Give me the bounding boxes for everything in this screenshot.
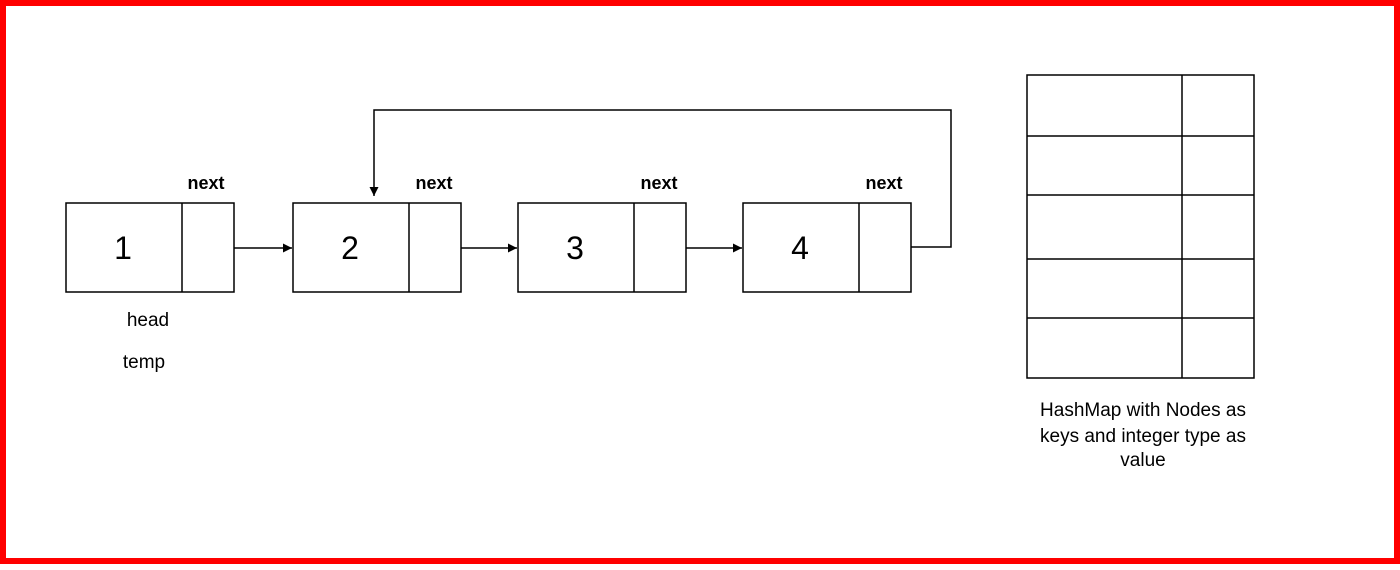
node-2-next-label: next <box>415 173 452 193</box>
node-1-value: 1 <box>114 230 132 266</box>
temp-pointer-label: temp <box>123 352 165 373</box>
node-1-box <box>65 202 235 293</box>
list-node-4: 4 next <box>742 173 912 293</box>
node-4-box <box>742 202 912 293</box>
hashmap-caption-line-3: value <box>1120 450 1165 471</box>
node-4-next-label: next <box>865 173 902 193</box>
list-node-2: 2 next <box>292 173 462 293</box>
list-node-1: 1 next <box>65 173 235 293</box>
node-4-value: 4 <box>791 230 809 266</box>
list-node-3: 3 next <box>517 173 687 293</box>
hashmap-table <box>1026 74 1255 379</box>
node-3-box <box>517 202 687 293</box>
node-2-value: 2 <box>341 230 359 266</box>
hashmap-outline <box>1026 74 1255 379</box>
linked-list-diagram: 1 next 2 next 3 next 4 next head temp <box>65 74 1255 471</box>
head-pointer-label: head <box>127 310 169 331</box>
hashmap-caption-line-2: keys and integer type as <box>1040 426 1246 447</box>
arrow-cycle-node4-to-node2 <box>369 109 952 248</box>
node-2-box <box>292 202 462 293</box>
hashmap-caption-line-1: HashMap with Nodes as <box>1040 400 1246 421</box>
node-1-next-label: next <box>187 173 224 193</box>
node-3-value: 3 <box>566 230 584 266</box>
node-3-next-label: next <box>640 173 677 193</box>
